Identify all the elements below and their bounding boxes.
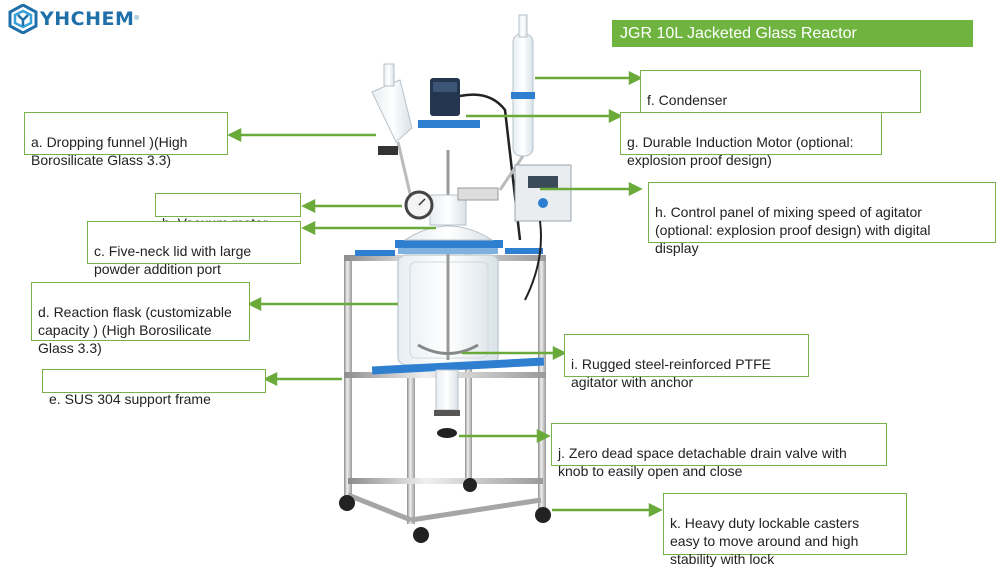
blue-clamps: [355, 120, 545, 375]
label-support-frame: e. SUS 304 support frame: [42, 369, 266, 407]
brand-logo: YHCHEM ®: [8, 4, 139, 34]
label-i-text: i. Rugged steel-reinforced PTFE agitator…: [571, 356, 771, 390]
label-vacuum-meter: b. Vacuum meter: [155, 193, 301, 231]
label-j-text: j. Zero dead space detachable drain valv…: [558, 445, 847, 479]
label-drain-valve: j. Zero dead space detachable drain valv…: [551, 423, 887, 479]
label-induction-motor: g. Durable Induction Motor (optional: ex…: [620, 112, 882, 168]
label-d-text: d. Reaction flask (customizable capacity…: [38, 304, 232, 356]
vacuum-meter: [404, 190, 434, 220]
five-neck-lid: [403, 187, 499, 241]
label-condenser: f. Condenser (High Borosilicate Glass 3.…: [640, 70, 921, 126]
drain-valve: [434, 369, 460, 438]
label-g-text: g. Durable Induction Motor (optional: ex…: [627, 134, 854, 168]
label-five-neck-lid: c. Five-neck lid with large powder addit…: [87, 221, 301, 277]
label-dropping-funnel: a. Dropping funnel )(High Borosilicate G…: [24, 112, 228, 168]
label-k-text: k. Heavy duty lockable casters easy to m…: [670, 515, 860, 567]
brand-name: YHCHEM: [40, 8, 135, 30]
label-e-text: e. SUS 304 support frame: [49, 391, 211, 407]
label-a-text: a. Dropping funnel )(High Borosilicate G…: [31, 134, 188, 168]
logo-icon: [8, 4, 38, 34]
casters: [339, 478, 551, 543]
label-agitator: i. Rugged steel-reinforced PTFE agitator…: [564, 334, 809, 390]
reaction-flask: [397, 150, 499, 366]
page-title: JGR 10L Jacketed Glass Reactor: [612, 20, 973, 47]
label-h-text: h. Control panel of mixing speed of agit…: [655, 204, 931, 256]
induction-motor: [430, 78, 522, 241]
dropping-funnel: [371, 63, 417, 216]
brand-reg: ®: [134, 16, 139, 22]
label-c-text: c. Five-neck lid with large powder addit…: [94, 243, 252, 277]
label-reaction-flask: d. Reaction flask (customizable capacity…: [31, 282, 250, 356]
label-control-panel: h. Control panel of mixing speed of agit…: [648, 182, 996, 256]
callout-arrows: [227, 70, 663, 518]
control-panel: [514, 164, 572, 301]
label-casters: k. Heavy duty lockable casters easy to m…: [663, 493, 907, 567]
condenser: [498, 14, 535, 191]
